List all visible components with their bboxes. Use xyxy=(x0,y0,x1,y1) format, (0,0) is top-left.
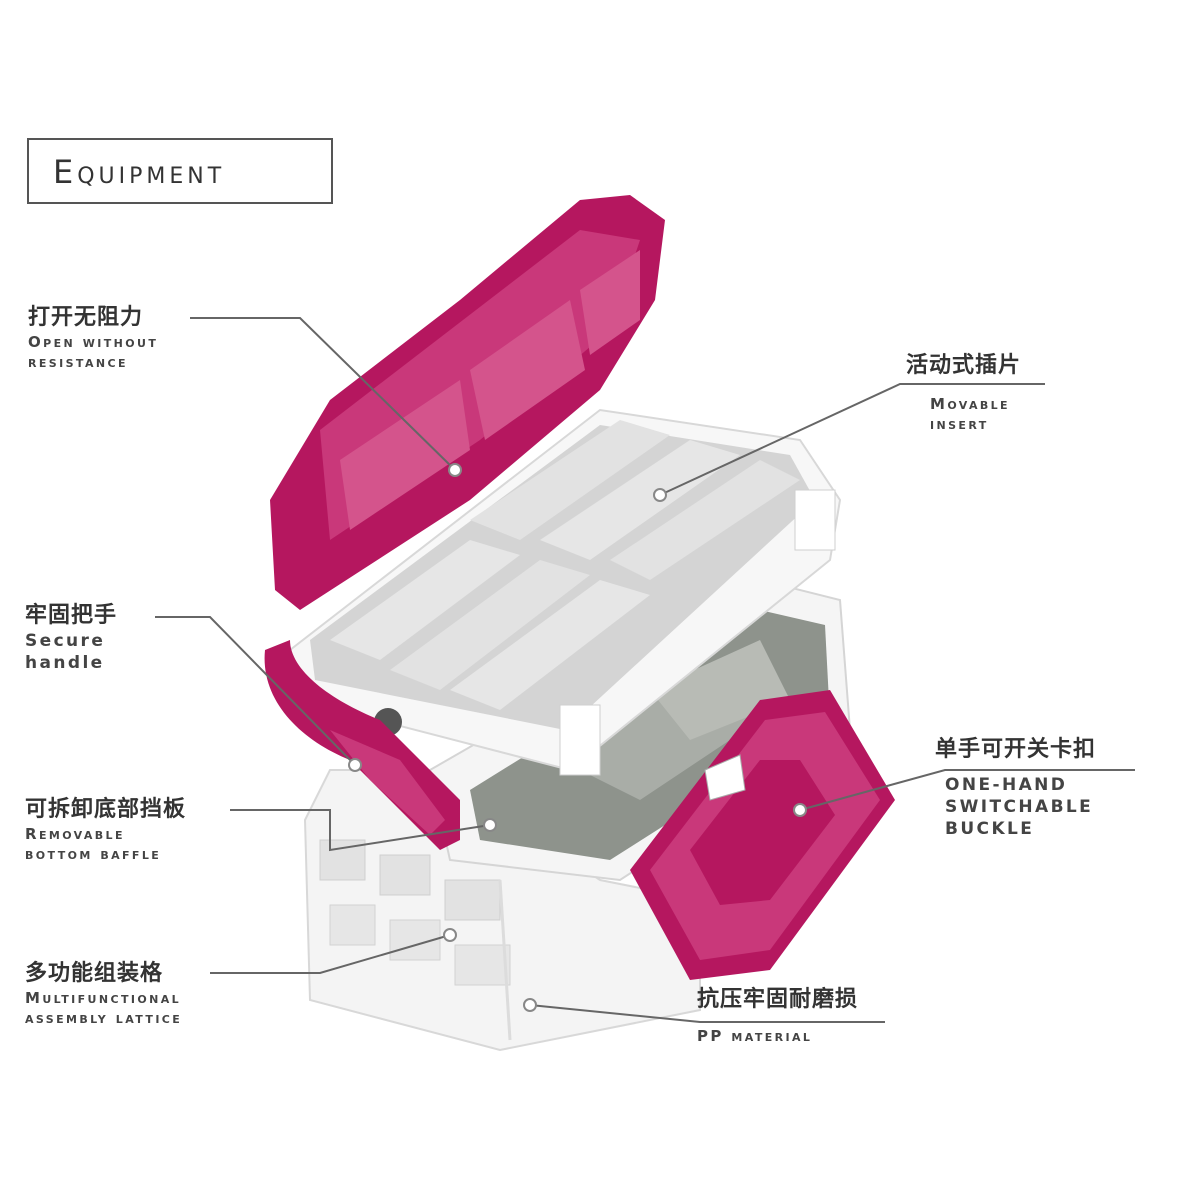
callout-insert-zh: 活动式插片 xyxy=(906,353,1022,378)
callout-insert-en2: insert xyxy=(930,415,989,433)
callout-insert: 活动式插片 Movable insert xyxy=(906,352,1021,434)
callout-baffle: 可拆卸底部挡板 Removable bottom baffle xyxy=(25,796,186,864)
leader-insert xyxy=(659,383,1045,496)
callout-open-zh: 打开无阻力 xyxy=(28,305,144,330)
callout-handle-en1: Secure xyxy=(25,631,106,651)
callout-buckle-en3: BUCKLE xyxy=(945,819,1035,839)
magenta-buckle xyxy=(630,690,895,980)
leader-dots xyxy=(348,463,807,1012)
callout-buckle-en1: ONE-HAND xyxy=(945,775,1068,795)
upper-tray xyxy=(288,408,842,776)
callout-lattice-en1: Multifunctional xyxy=(25,989,182,1007)
callout-buckle-en2: SWITCHABLE xyxy=(945,797,1094,817)
callout-open: 打开无阻力 Open without resistance xyxy=(28,304,158,372)
leader-open xyxy=(190,317,456,471)
leader-handle xyxy=(155,616,356,766)
callout-handle-en2: handle xyxy=(25,653,105,673)
callout-insert-en1: Movable xyxy=(930,395,1010,413)
callout-open-en2: resistance xyxy=(28,353,128,371)
callout-handle-zh: 牢固把手 xyxy=(25,603,118,628)
callout-buckle-zh: 单手可开关卡扣 xyxy=(935,737,1097,762)
callout-material: 抗压牢固耐磨损 PP material xyxy=(697,986,858,1046)
callout-buckle: 单手可开关卡扣 ONE-HAND SWITCHABLE BUCKLE xyxy=(935,736,1096,840)
title-box: Equipment xyxy=(27,138,333,204)
leader-baffle xyxy=(230,809,491,852)
page-title: Equipment xyxy=(53,153,226,191)
leader-lines xyxy=(155,317,1135,1023)
leader-lattice xyxy=(210,934,451,974)
callout-baffle-en1: Removable xyxy=(25,825,125,843)
lower-tray xyxy=(428,578,852,882)
base-lattice xyxy=(303,769,701,1052)
leader-material xyxy=(529,1004,885,1023)
callout-material-zh: 抗压牢固耐磨损 xyxy=(697,987,859,1012)
callout-lattice: 多功能组装格 Multifunctional assembly lattice xyxy=(25,960,182,1028)
callout-handle: 牢固把手 Secure handle xyxy=(25,602,117,674)
leader-buckle xyxy=(799,769,1135,811)
callout-baffle-zh: 可拆卸底部挡板 xyxy=(25,797,187,822)
magenta-lid xyxy=(270,195,665,610)
magenta-handle xyxy=(264,640,460,850)
callout-lattice-zh: 多功能组装格 xyxy=(25,961,164,986)
callout-material-en1: PP material xyxy=(697,1027,813,1045)
callout-baffle-en2: bottom baffle xyxy=(25,845,162,863)
callout-lattice-en2: assembly lattice xyxy=(25,1009,183,1027)
callout-open-en1: Open without xyxy=(28,333,159,351)
